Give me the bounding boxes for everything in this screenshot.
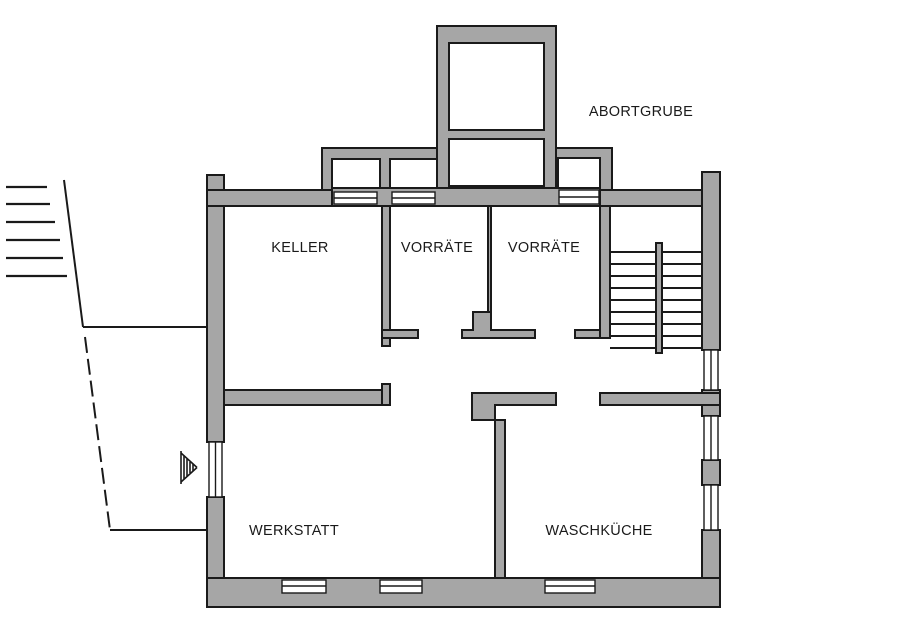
window-bottom-2: [379, 579, 423, 594]
wall-waschkueche-top-left: [471, 392, 557, 421]
wall-waschkueche-top-right: [599, 392, 721, 406]
wall-upper-chambers: [321, 147, 438, 191]
window-top-3: [558, 189, 600, 205]
wall-outer-top-left: [206, 189, 333, 207]
label-werkstatt: WERKSTATT: [249, 523, 339, 539]
label-vorraete-left: VORRÄTE: [401, 239, 473, 256]
wall-outer-right-mid-2: [701, 459, 721, 486]
exterior-ramp: [63, 179, 207, 531]
ramp-edge-solid: [63, 179, 84, 328]
wall-keller-right: [381, 205, 391, 347]
window-right-2: [703, 415, 719, 461]
wall-stair-left: [599, 205, 611, 339]
room-labels: ABORTGRUBE KELLER VORRÄTE VORRÄTE WERKST…: [249, 104, 693, 539]
label-waschkueche: WASCHKÜCHE: [545, 521, 652, 539]
window-bottom-1: [281, 579, 327, 594]
window-top-2: [391, 191, 436, 205]
wall-keller-bottom-stub: [381, 383, 391, 406]
window-right-1: [703, 349, 719, 391]
vent-symbol: [180, 451, 198, 484]
exterior-steps: [6, 185, 67, 278]
windows: [208, 189, 719, 594]
stair-handrail: [655, 242, 663, 354]
ramp-edge-dashed: [84, 336, 111, 531]
wall-werkstatt-right: [494, 419, 506, 579]
wall-vorraete-stub-left: [381, 329, 419, 339]
wall-upper-chamber-right: [555, 147, 613, 193]
label-abortgrube: ABORTGRUBE: [589, 104, 693, 120]
label-keller: KELLER: [271, 240, 328, 256]
wall-vorraete-divider: [487, 205, 492, 313]
staircase: [610, 242, 702, 354]
wall-vorraete-stub-mid: [461, 311, 536, 339]
window-right-3: [703, 484, 719, 531]
wall-outer-left-top: [206, 174, 225, 443]
window-top-1: [333, 191, 378, 205]
window-left: [208, 441, 223, 498]
label-vorraete-right: VORRÄTE: [508, 239, 580, 256]
window-bottom-3: [544, 579, 596, 594]
wall-abortgrube-outer: [436, 25, 557, 189]
wall-outer-right-top: [701, 171, 721, 351]
wall-keller-bottom: [223, 389, 391, 406]
